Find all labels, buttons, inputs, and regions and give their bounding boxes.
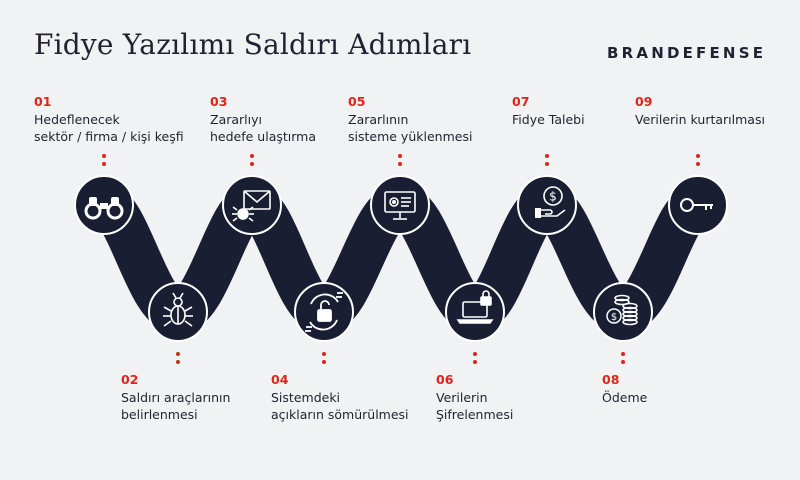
step-09: 09 Verilerin kurtarılması <box>635 94 795 128</box>
dollar-hand-icon: $ <box>535 186 566 218</box>
connector-dot <box>102 162 106 166</box>
connector-dot <box>473 352 477 356</box>
step-label-line2: belirlenmesi <box>121 407 198 422</box>
connector-dot <box>621 360 625 364</box>
node-07 <box>517 175 577 235</box>
svg-text:$: $ <box>549 190 557 204</box>
connector-dot <box>250 154 254 158</box>
connector-dot <box>545 154 549 158</box>
step-number: 04 <box>271 372 289 387</box>
connector-dot <box>398 154 402 158</box>
binoculars-icon <box>84 197 124 220</box>
laptop-lock-icon <box>456 290 494 324</box>
step-04: 04 Sistemdeki açıkların sömürülmesi <box>271 372 471 423</box>
connector-dot <box>473 360 477 364</box>
node-03 <box>222 175 282 235</box>
node-08 <box>593 282 653 342</box>
step-01: 01 Hedeflenecek sektör / firma / kişi ke… <box>34 94 234 145</box>
step-number: 01 <box>34 94 52 109</box>
step-label-line1: Hedeflenecek <box>34 112 120 127</box>
connector-dot <box>176 352 180 356</box>
connector-dot <box>102 154 106 158</box>
connector-dot <box>176 360 180 364</box>
step-label-line1: Verilerin <box>436 390 488 405</box>
step-label-line2: açıkların sömürülmesi <box>271 407 409 422</box>
connector-dot <box>545 162 549 166</box>
step-number: 02 <box>121 372 139 387</box>
step-number: 03 <box>210 94 228 109</box>
step-label-line1: Zararlının <box>348 112 409 127</box>
step-label-line2: Şifrelenmesi <box>436 407 514 422</box>
step-07: 07 Fidye Talebi <box>512 94 712 128</box>
key-icon <box>680 198 713 212</box>
step-label-line1: Fidye Talebi <box>512 112 585 127</box>
monitor-gear-icon <box>384 191 416 220</box>
step-03: 03 Zararlıyı hedefe ulaştırma <box>210 94 410 145</box>
connector-dot <box>322 360 326 364</box>
step-number: 08 <box>602 372 620 387</box>
step-label-line2: sektör / firma / kişi keşfi <box>34 129 184 144</box>
step-label-line2: hedefe ulaştırma <box>210 129 316 144</box>
step-label-line1: Saldırı araçlarının <box>121 390 231 405</box>
step-06: 06 Verilerin Şifrelenmesi <box>436 372 636 423</box>
step-number: 05 <box>348 94 366 109</box>
step-02: 02 Saldırı araçlarının belirlenmesi <box>121 372 321 423</box>
step-label-line1: Verilerin kurtarılması <box>635 112 765 127</box>
connector-dot <box>398 162 402 166</box>
unlock-icon <box>305 292 343 332</box>
connector-dot <box>250 162 254 166</box>
connector-dot <box>322 352 326 356</box>
page-title: Fidye Yazılımı Saldırı Adımları <box>34 28 472 61</box>
node-05 <box>370 175 430 235</box>
step-label-line2: sisteme yüklenmesi <box>348 129 473 144</box>
step-label-line1: Sistemdeki <box>271 390 341 405</box>
connector-dot <box>696 154 700 158</box>
node-06 <box>445 282 505 342</box>
step-number: 09 <box>635 94 653 109</box>
connector-dot <box>696 162 700 166</box>
svg-text:$: $ <box>611 312 617 323</box>
step-number: 07 <box>512 94 530 109</box>
step-number: 06 <box>436 372 454 387</box>
connector-dot <box>621 352 625 356</box>
coins-icon: $ <box>606 294 638 326</box>
brand-logo: BRANDEFENSE <box>607 44 767 62</box>
bug-icon <box>163 292 193 327</box>
step-05: 05 Zararlının sisteme yüklenmesi <box>348 94 548 145</box>
step-08: 08 Ödeme <box>602 372 800 406</box>
step-label-line1: Ödeme <box>602 390 648 405</box>
envelope-bug-icon <box>232 190 271 222</box>
step-label-line1: Zararlıyı <box>210 112 262 127</box>
